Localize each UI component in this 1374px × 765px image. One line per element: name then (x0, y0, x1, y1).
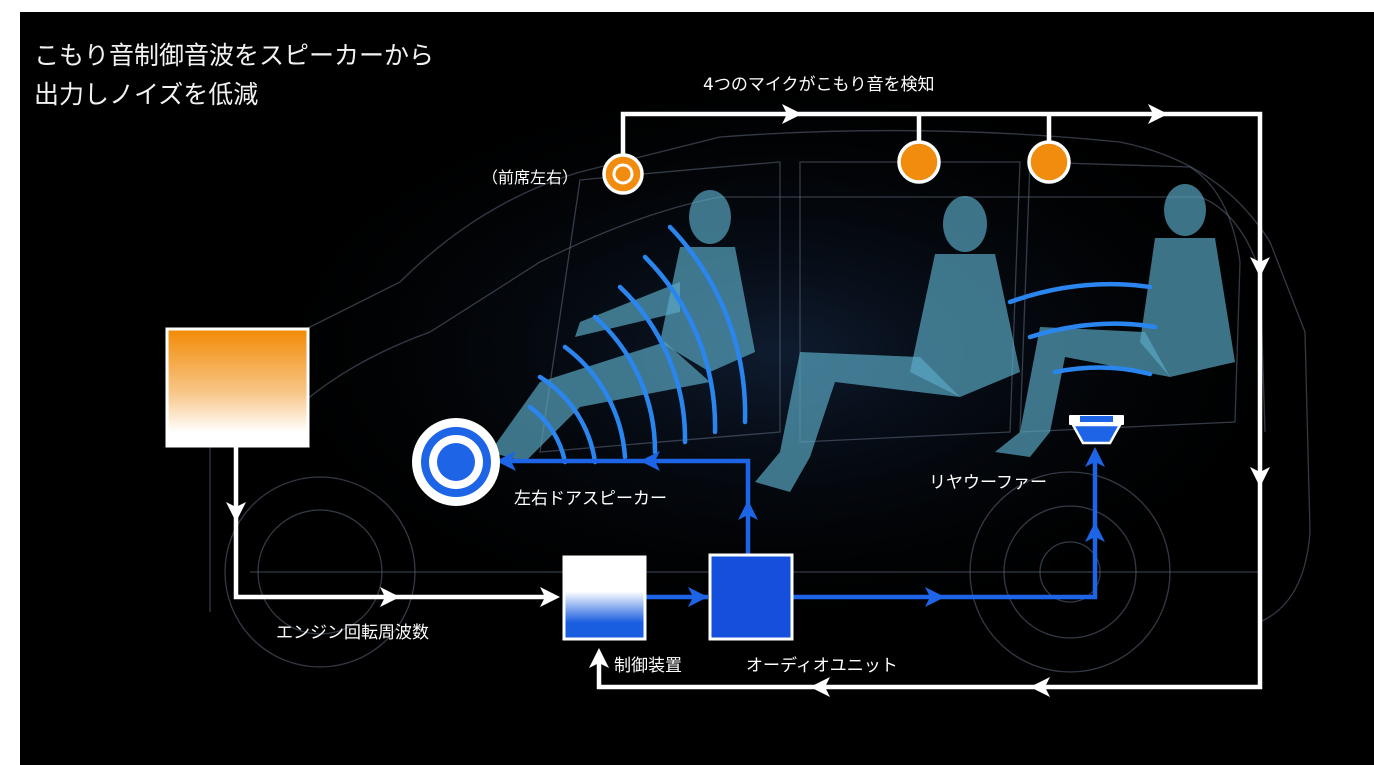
arrow-to-door-2 (496, 451, 516, 471)
arrow-to-woofer-up-1 (1085, 522, 1105, 542)
microphone-icons (602, 140, 1071, 195)
driver-silhouette (490, 190, 755, 462)
sound-waves (527, 224, 1158, 465)
arrow-to-door-1 (640, 451, 660, 471)
arrow-engine-right-1 (380, 587, 400, 607)
arrow-to-woofer-right (925, 587, 945, 607)
arrow-return-left-1 (1030, 677, 1050, 697)
middle-passenger-silhouette (755, 196, 1020, 492)
door-speakers-label: 左右ドアスピーカー (514, 489, 667, 509)
arrow-mic-right-2 (1148, 104, 1168, 124)
diagram-stage: こもり音制御音波をスピーカーから 出力しノイズを低減 4つのマイクがこもり音を検… (20, 12, 1374, 765)
front-mics-label: （前席左右） (482, 168, 579, 187)
white-arrowheads (226, 104, 1270, 697)
arrow-audio-up (738, 500, 758, 520)
middle-microphone-icon (897, 140, 941, 184)
audio-unit-box (708, 553, 794, 641)
arrow-engine-right-2 (540, 587, 560, 607)
arrow-to-woofer-up-2 (1085, 447, 1105, 467)
arrow-return-up (589, 648, 609, 668)
arrow-ctrl-to-audio (688, 587, 708, 607)
door-speaker-icon (412, 418, 500, 506)
rear-woofer-label: リヤウーファー (929, 473, 1047, 493)
arrow-mic-right-1 (782, 104, 802, 124)
control-unit-box (562, 555, 647, 641)
control-unit-label: 制御装置 (614, 656, 682, 676)
rear-microphone-icon (1027, 140, 1071, 184)
arrow-return-left-2 (810, 677, 830, 697)
engine-frequency-label: エンジン回転周波数 (276, 623, 429, 643)
front-microphone-icon (602, 153, 644, 195)
occupant-silhouettes (490, 184, 1235, 492)
microphones-label: 4つのマイクがこもり音を検知 (703, 75, 935, 95)
headline-line-2: 出力しノイズを低減 (34, 80, 259, 109)
headline-line-1: こもり音制御音波をスピーカーから (34, 41, 435, 70)
audio-unit-label: オーディオユニット (746, 656, 898, 676)
rear-passenger-silhouette (995, 184, 1235, 457)
engine-signal-box (165, 327, 310, 448)
headline: こもり音制御音波をスピーカーから 出力しノイズを低減 (34, 36, 434, 114)
anc-system-diagram (165, 52, 1340, 697)
blue-arrowheads (496, 447, 1105, 607)
arrow-mic-down-1 (1250, 257, 1270, 277)
arrow-mic-down-2 (1250, 467, 1270, 487)
rear-woofer-icon (1069, 415, 1124, 445)
car-outline (209, 129, 1311, 673)
arrow-engine-down (226, 502, 246, 522)
